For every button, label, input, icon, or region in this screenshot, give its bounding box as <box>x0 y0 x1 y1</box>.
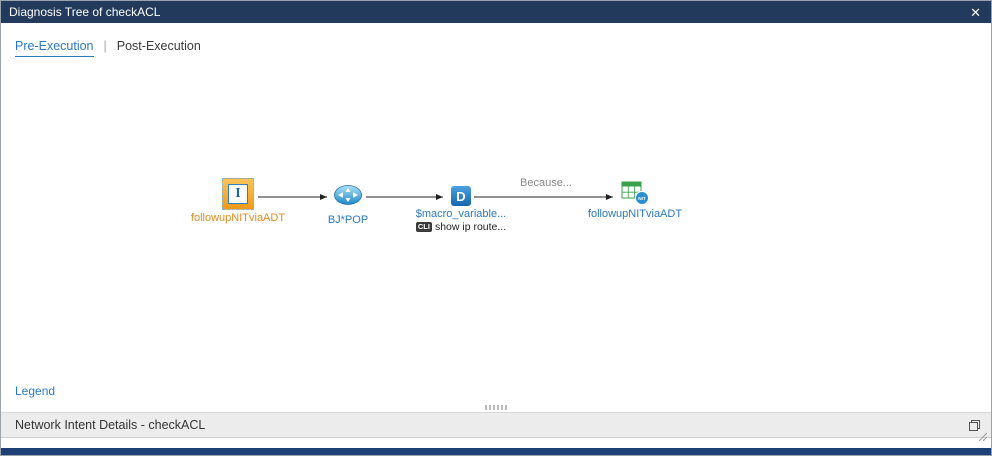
tab-post-execution[interactable]: Post-Execution <box>116 39 201 53</box>
tab-separator: | <box>103 39 107 53</box>
close-icon[interactable]: ✕ <box>970 4 981 20</box>
intent-icon: I <box>222 178 254 210</box>
router-icon <box>334 185 362 205</box>
network-intent-icon: NIT <box>621 181 649 205</box>
nit-badge: NIT <box>638 196 646 201</box>
node-label: BJ*POP <box>327 214 369 226</box>
node-diagnosis[interactable]: D $macro_variable... CLI show ip route..… <box>409 186 513 233</box>
details-panel-header: Network Intent Details - checkACL <box>1 412 991 438</box>
node-subline: CLI show ip route... <box>409 221 513 233</box>
window-bottom-edge <box>1 448 991 455</box>
node-device[interactable]: BJ*POP <box>308 183 388 226</box>
window-titlebar: Diagnosis Tree of checkACL ✕ <box>1 1 991 23</box>
node-label: followupNITviaADT <box>587 208 683 220</box>
resize-handle-icon[interactable] <box>977 428 988 446</box>
splitter-handle[interactable] <box>485 405 509 410</box>
window-title: Diagnosis Tree of checkACL <box>9 5 161 19</box>
edge-label-because: Because... <box>520 177 572 189</box>
intent-icon-letter: I <box>228 184 248 204</box>
execution-tabs: Pre-Execution | Post-Execution <box>15 39 201 57</box>
diagnosis-icon: D <box>451 186 471 206</box>
node-intent-source[interactable]: I followupNITviaADT <box>186 178 290 224</box>
legend-link[interactable]: Legend <box>15 384 56 398</box>
restore-icon[interactable] <box>968 419 981 432</box>
node-sublabel: show ip route... <box>434 221 507 233</box>
tab-pre-execution[interactable]: Pre-Execution <box>15 39 94 57</box>
node-label: followupNITviaADT <box>190 212 286 224</box>
node-label: $macro_variable... <box>415 208 507 220</box>
details-panel-title: Network Intent Details - checkACL <box>15 418 206 432</box>
node-intent-target[interactable]: NIT followupNITviaADT <box>585 180 685 220</box>
cli-badge: CLI <box>415 222 432 232</box>
